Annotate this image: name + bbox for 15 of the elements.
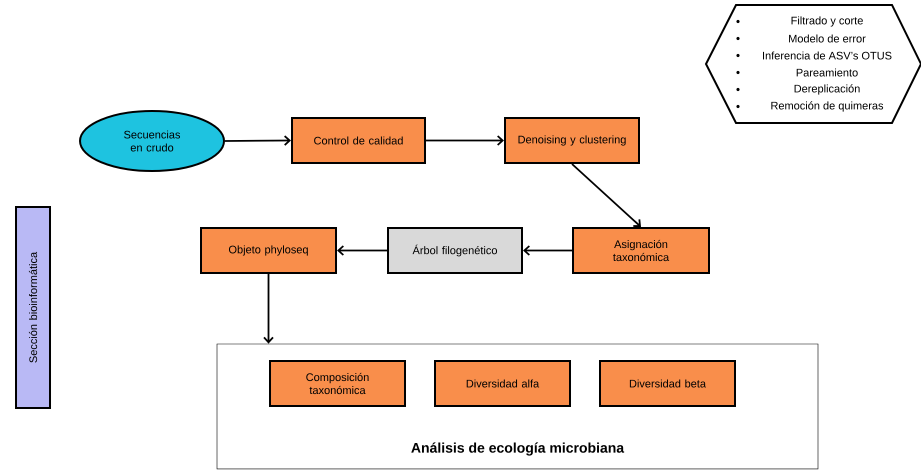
process-box: Diversidad alfa (434, 360, 571, 407)
arrow (523, 245, 572, 256)
arrow (225, 135, 292, 146)
arrow (337, 245, 387, 256)
arrow (426, 135, 504, 146)
arrow (571, 163, 641, 227)
process-box: Diversidad beta (599, 360, 736, 407)
process-box: Asignación taxonómica (572, 226, 710, 274)
process-box: Árbol filogenético (387, 226, 523, 274)
process-box: Denoising y clustering (504, 117, 640, 164)
process-box: Composición taxonómica (269, 360, 406, 407)
process-box: Control de calidad (291, 117, 426, 164)
section-box: Sección bioinformática (15, 206, 51, 409)
process-box: Objeto phyloseq (200, 226, 337, 274)
arrow (263, 274, 274, 344)
